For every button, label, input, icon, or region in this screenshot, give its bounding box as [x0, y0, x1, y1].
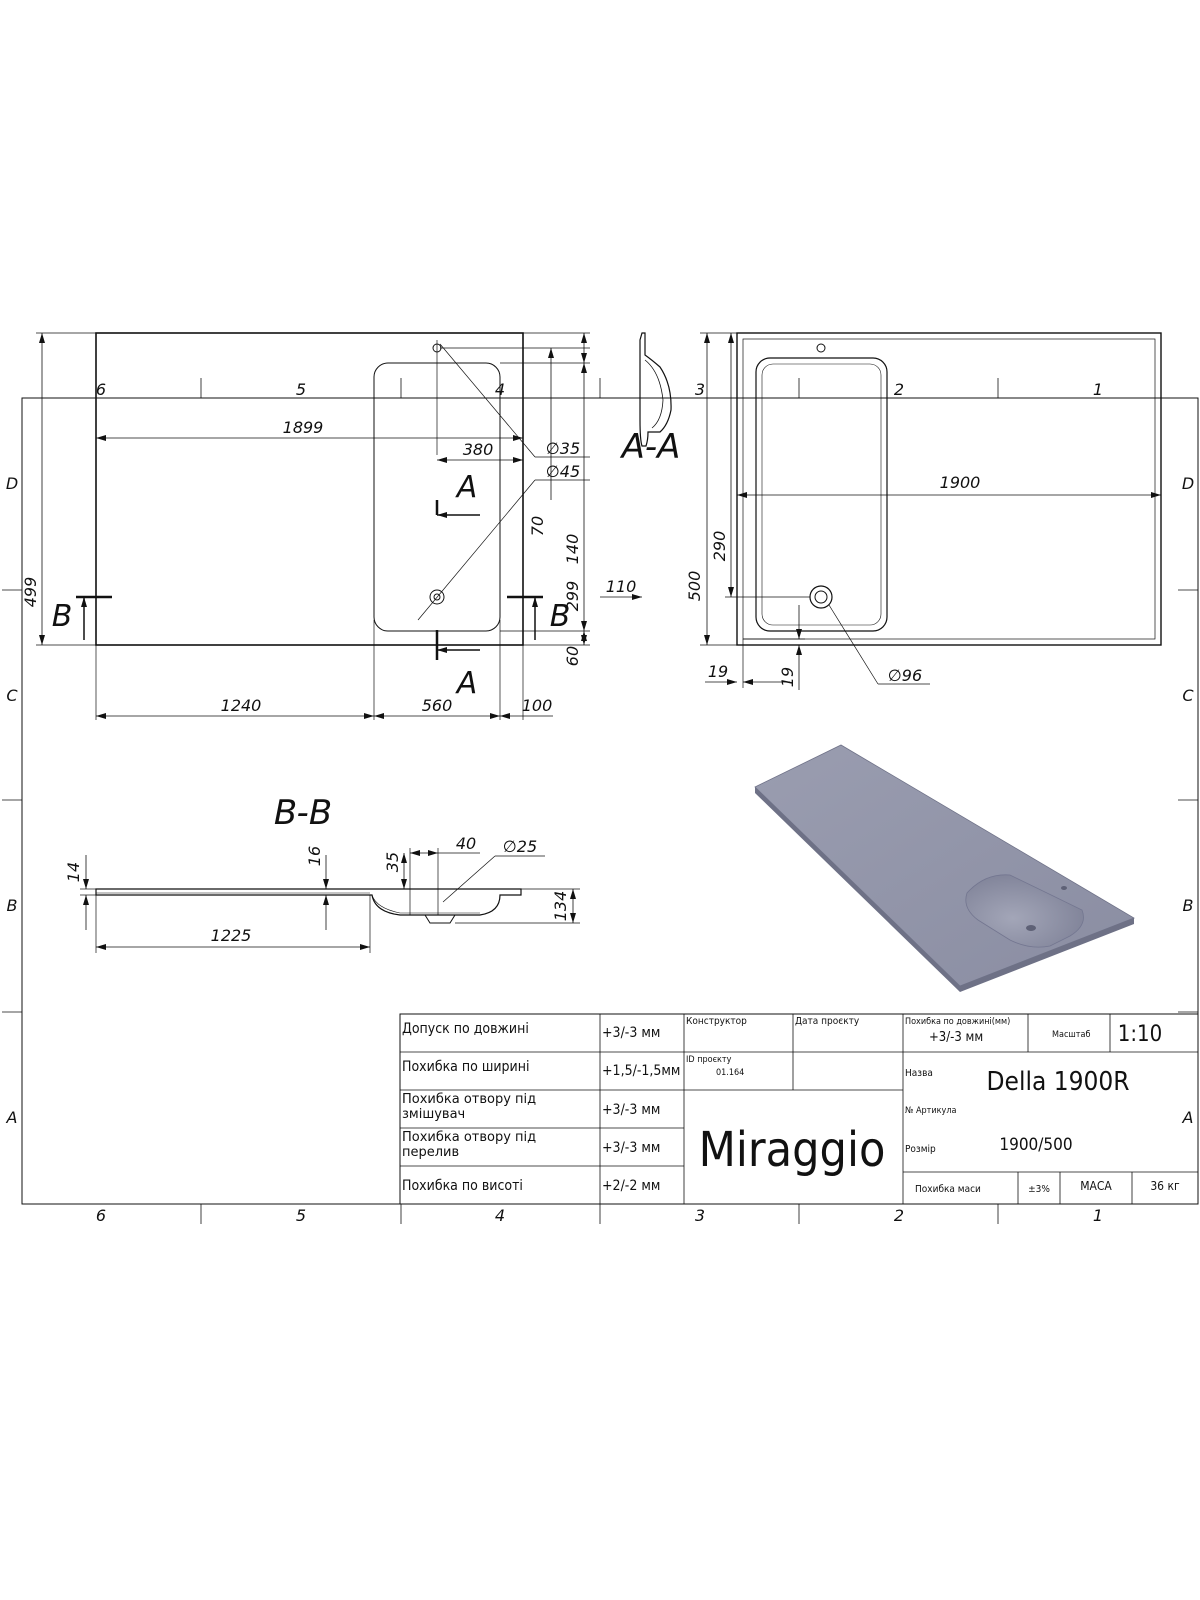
dim-560: 560: [422, 696, 453, 715]
dim-19-vertical: 19: [778, 667, 797, 687]
dim-19-horizontal: 19: [708, 662, 728, 681]
tolerance-value: +3/-3 мм: [602, 1140, 660, 1156]
dim-70: 70: [528, 516, 547, 536]
row-label: B: [7, 896, 18, 915]
col-label: 6: [96, 1206, 106, 1225]
top-view: A A B B 1899 380 ∅35 ∅45 70 140: [21, 332, 590, 720]
row-label: C: [1182, 686, 1194, 705]
dim-290: 290: [710, 531, 729, 562]
dim-500: 500: [685, 571, 704, 602]
section-aa-title: A-A: [620, 427, 681, 467]
dim-140: 140: [563, 534, 582, 565]
col-label: 3: [695, 380, 705, 399]
row-label: D: [1182, 474, 1194, 493]
col-label: 4: [495, 1206, 505, 1225]
countertop-3d-render: [754, 744, 1135, 992]
drain-hole: [429, 589, 445, 605]
scale-value: 1:10: [1118, 1022, 1162, 1047]
tolerance-value: +3/-3 мм: [602, 1025, 660, 1041]
brand-logo: Miraggio: [699, 1122, 886, 1178]
col-label: 2: [894, 1206, 904, 1225]
tolerance-label: Похибка отвору під перелив: [402, 1130, 537, 1160]
dim-14: 14: [64, 862, 83, 882]
tolerance-label: Похибка по ширині: [402, 1059, 529, 1075]
dim-1225: 1225: [211, 926, 252, 945]
tap-hole: [816, 343, 826, 353]
col-label: 1: [1093, 380, 1103, 399]
tolerance-value: +2/-2 мм: [602, 1178, 660, 1194]
dim-60: 60: [563, 646, 582, 666]
dim-134: 134: [551, 891, 570, 922]
col-label: 3: [695, 1206, 705, 1225]
section-aa-profile: [639, 332, 672, 447]
dim-d35: ∅35: [546, 439, 580, 458]
section-b-right-label: B: [550, 599, 571, 634]
col-label: 5: [296, 380, 306, 399]
mass-error-value: ±3%: [1028, 1184, 1050, 1195]
col-label: 1: [1093, 1206, 1103, 1225]
project-date-label: Дата проєкту: [795, 1016, 860, 1027]
dim-110: 110: [606, 577, 637, 596]
dim-1900: 1900: [940, 473, 981, 492]
col-label: 2: [894, 380, 904, 399]
tolerance-label: Похибка по висоті: [402, 1178, 523, 1194]
row-label: B: [1183, 896, 1194, 915]
section-bb: B-B 14 16 35 40 ∅25 134: [64, 793, 580, 953]
dim-299: 299: [563, 581, 582, 612]
basin-outline: [755, 357, 888, 632]
tolerance-value: +3/-3 мм: [602, 1102, 660, 1118]
tolerance-value: +1,5/-1,5мм: [602, 1063, 680, 1079]
dim-1240: 1240: [221, 696, 262, 715]
section-aa: A-A 110: [600, 332, 681, 600]
dim-d25: ∅25: [503, 837, 537, 856]
dim-100: 100: [522, 696, 553, 715]
tolerance-label: Допуск по довжині: [402, 1021, 529, 1037]
col-label: 5: [296, 1206, 306, 1225]
mass-label: МАСА: [1080, 1179, 1112, 1193]
drain-hole: [809, 585, 833, 609]
size-label: Розмір: [905, 1143, 936, 1155]
dim-16: 16: [305, 846, 324, 866]
row-label: D: [6, 474, 18, 493]
scale-label: Масштаб: [1052, 1029, 1090, 1040]
dim-40: 40: [456, 834, 476, 853]
col-label: 6: [96, 380, 106, 399]
length-error-label: Похибка по довжині(мм): [905, 1016, 1010, 1027]
section-a-top-label: A: [455, 470, 478, 505]
dim-length: 1899: [283, 418, 324, 437]
section-a-bottom-label: A: [455, 666, 478, 701]
section-bb-profile: [95, 888, 522, 916]
dim-380: 380: [463, 440, 494, 459]
dim-35: 35: [383, 852, 402, 872]
project-id-value: 01.164: [716, 1068, 744, 1078]
mass-error-label: Похибка маси: [915, 1183, 981, 1195]
right-view: 1900 500 290 19 19 ∅96: [685, 332, 1162, 690]
project-id-label: ID проєкту: [686, 1055, 732, 1065]
row-label: A: [6, 1108, 18, 1127]
dim-d45: ∅45: [546, 462, 580, 481]
dim-d96: ∅96: [888, 666, 922, 685]
length-error-value: +3/-3 мм: [929, 1030, 983, 1045]
tolerance-label-wrap: Похибка отвору під перелив: [402, 1130, 537, 1160]
section-bb-title: B-B: [274, 793, 332, 833]
dim-499: 499: [21, 577, 40, 608]
constructor-label: Конструктор: [686, 1016, 747, 1027]
article-label: № Артикула: [905, 1106, 957, 1116]
countertop-outline: [95, 332, 524, 646]
row-label: C: [6, 686, 18, 705]
section-b-left-label: B: [52, 599, 73, 634]
tolerance-label: Похибка отвору під змішувач: [402, 1092, 537, 1122]
row-label: A: [1182, 1108, 1194, 1127]
name-label: Назва: [905, 1068, 933, 1079]
mass-value: 36 кг: [1150, 1179, 1180, 1193]
tolerance-label-wrap: Похибка отвору під змішувач: [402, 1092, 537, 1122]
title-block: Допуск по довжині +3/-3 мм Похибка по ши…: [399, 1013, 1199, 1205]
product-name: Della 1900R: [987, 1067, 1130, 1097]
size-value: 1900/500: [999, 1135, 1072, 1155]
